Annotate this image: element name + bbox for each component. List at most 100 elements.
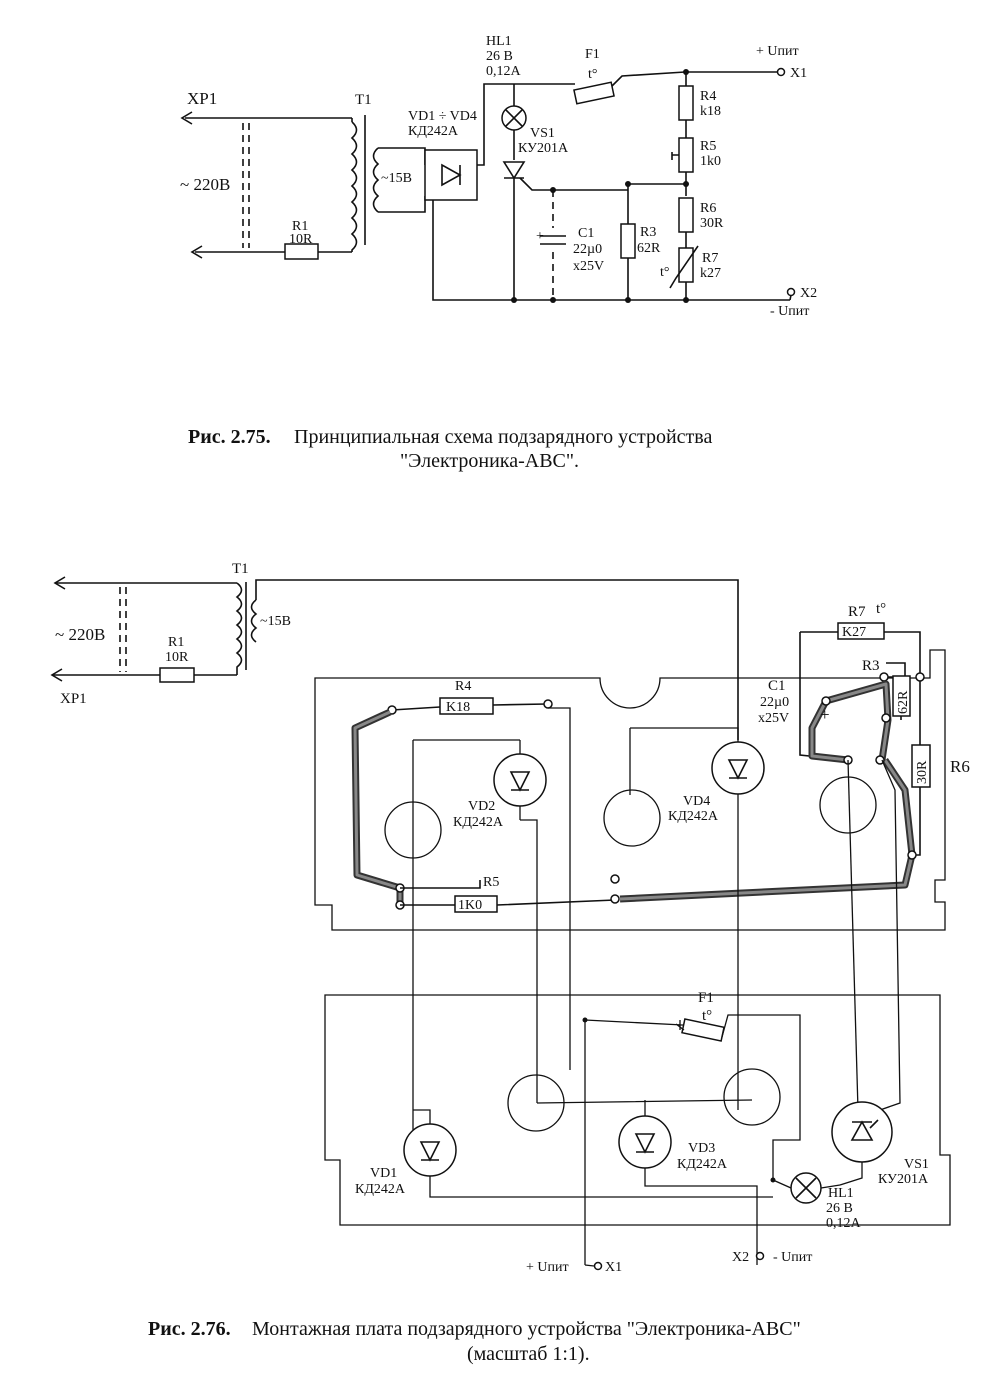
label-r4-value: k18 <box>700 104 721 119</box>
lamp-icon <box>795 1177 817 1199</box>
arrow-left-icon <box>190 245 203 259</box>
label-x2: X2 <box>732 1250 749 1265</box>
label-secondary: ~15В <box>260 614 291 629</box>
positive-rail <box>611 71 780 87</box>
label-vd2: VD2 <box>468 799 495 814</box>
label-t1: T1 <box>355 92 372 108</box>
label-vd1: VD1 <box>370 1166 397 1181</box>
label-x1: X1 <box>790 66 807 81</box>
upper-board-outline <box>314 649 946 931</box>
label-t1: T1 <box>232 561 249 577</box>
terminal-x1 <box>593 1261 603 1271</box>
diode-vd3 <box>618 1115 672 1169</box>
terminal-x2 <box>755 1251 765 1261</box>
resistor-r5 <box>454 895 498 913</box>
diode-icon <box>509 771 531 792</box>
label-x2: X2 <box>800 286 817 301</box>
value-r1: 10R <box>289 232 313 247</box>
transformer-secondary-coil <box>250 599 258 643</box>
arrow-left-icon <box>50 668 63 682</box>
label-r5: R5 <box>483 875 499 890</box>
label-r1: R1 <box>168 635 184 650</box>
label-vs1-type: КУ201А <box>878 1172 929 1187</box>
value-r3: 62R <box>896 690 911 714</box>
diode-icon <box>634 1133 656 1154</box>
copper-track-c1 <box>825 680 892 761</box>
transformer-primary-coil <box>235 582 243 675</box>
label-r6: R6 <box>950 757 970 776</box>
label-r6: R6 <box>700 201 716 216</box>
label-c1-cap: 22µ0 <box>760 695 789 710</box>
label-hl1-v: 26 В <box>486 49 513 64</box>
terminal-x2 <box>786 287 796 297</box>
cable-shield <box>119 587 127 672</box>
label-hl1-a: 0,12А <box>486 64 522 79</box>
label-secondary: ~15В <box>381 171 412 186</box>
value-r5: 1K0 <box>458 898 482 913</box>
label-r7: R7 <box>702 251 718 266</box>
mounting-hole <box>723 1068 781 1126</box>
label-plus-u: + Uпит <box>526 1260 569 1275</box>
label-vs1: VS1 <box>530 126 555 141</box>
label-vd: VD1 ÷ VD4 <box>408 109 477 124</box>
label-f1: F1 <box>585 47 600 62</box>
terminal-x1 <box>776 67 786 77</box>
label-vs1: VS1 <box>904 1157 929 1172</box>
label-vs1-type: КУ201А <box>518 141 569 156</box>
label-hl1-v: 26 В <box>826 1201 853 1216</box>
label-mains: ~ 220В <box>55 625 105 644</box>
resistor-r6 <box>678 197 694 233</box>
label-f1-t: t° <box>588 67 598 82</box>
label-r6-value: 30R <box>700 216 724 231</box>
label-f1: F1 <box>698 990 714 1006</box>
caption-1-line-2: "Электроника-АВС". <box>400 450 579 472</box>
fuse-f1 <box>573 81 615 105</box>
value-r6: 30R <box>915 760 930 784</box>
label-xp1: XP1 <box>60 691 87 707</box>
label-plus-u: + Uпит <box>756 44 799 59</box>
label-vd4: VD4 <box>683 794 710 809</box>
arrow-left-icon <box>53 576 66 590</box>
lamp-icon <box>505 109 523 127</box>
caption-2-text: Монтажная плата подзарядного устройства … <box>252 1318 801 1340</box>
label-c1-v: x25V <box>758 711 789 726</box>
diode-icon <box>419 1141 441 1162</box>
label-r3-value: 62R <box>637 241 661 256</box>
capacitor-c1 <box>540 235 566 245</box>
label-c1: C1 <box>578 226 594 241</box>
label-r7-value: k27 <box>700 266 721 281</box>
label-r3: R3 <box>640 225 656 240</box>
arrow-left-icon <box>180 111 193 125</box>
label-c1-cap: 22µ0 <box>573 242 602 257</box>
label-r7-t: t° <box>876 601 886 617</box>
label-hl1-a: 0,12А <box>826 1216 862 1231</box>
label-mains: ~ 220В <box>180 175 230 194</box>
label-r5: R5 <box>700 139 716 154</box>
label-vd4-type: КД242А <box>668 809 719 824</box>
label-hl1: HL1 <box>486 34 512 49</box>
diode-vd4 <box>711 741 765 795</box>
label-c1: C1 <box>768 678 786 694</box>
label-c1-v: x25V <box>573 259 604 274</box>
thyristor-vs1 <box>831 1101 893 1163</box>
negative-rail <box>432 200 790 301</box>
caption-1-line-1: Рис. 2.75. <box>188 426 271 448</box>
label-hl1: HL1 <box>828 1186 854 1201</box>
caption-2-bold: Рис. 2.76. <box>148 1318 231 1340</box>
label-r3: R3 <box>862 658 880 674</box>
thermistor-mark <box>669 245 699 289</box>
resistor-r6 <box>911 744 931 788</box>
label-r4: R4 <box>455 679 471 694</box>
label-minus-u: - Uпит <box>773 1250 812 1265</box>
resistor-r4 <box>678 85 694 121</box>
caption-1-text: Принципиальная схема подзарядного устрой… <box>294 426 712 448</box>
bridge-rectifier <box>424 149 478 201</box>
board-diagram: R1 10R ~ 220В XP1 T1 ~15В K18 R4 <box>50 561 970 1275</box>
resistor-r7 <box>837 622 885 640</box>
label-c1-plus: + <box>820 705 830 724</box>
mounting-hole <box>603 789 661 847</box>
copper-track-bottom <box>619 758 916 903</box>
label-vd2-type: КД242А <box>453 815 504 830</box>
label-x1: X1 <box>605 1260 622 1275</box>
